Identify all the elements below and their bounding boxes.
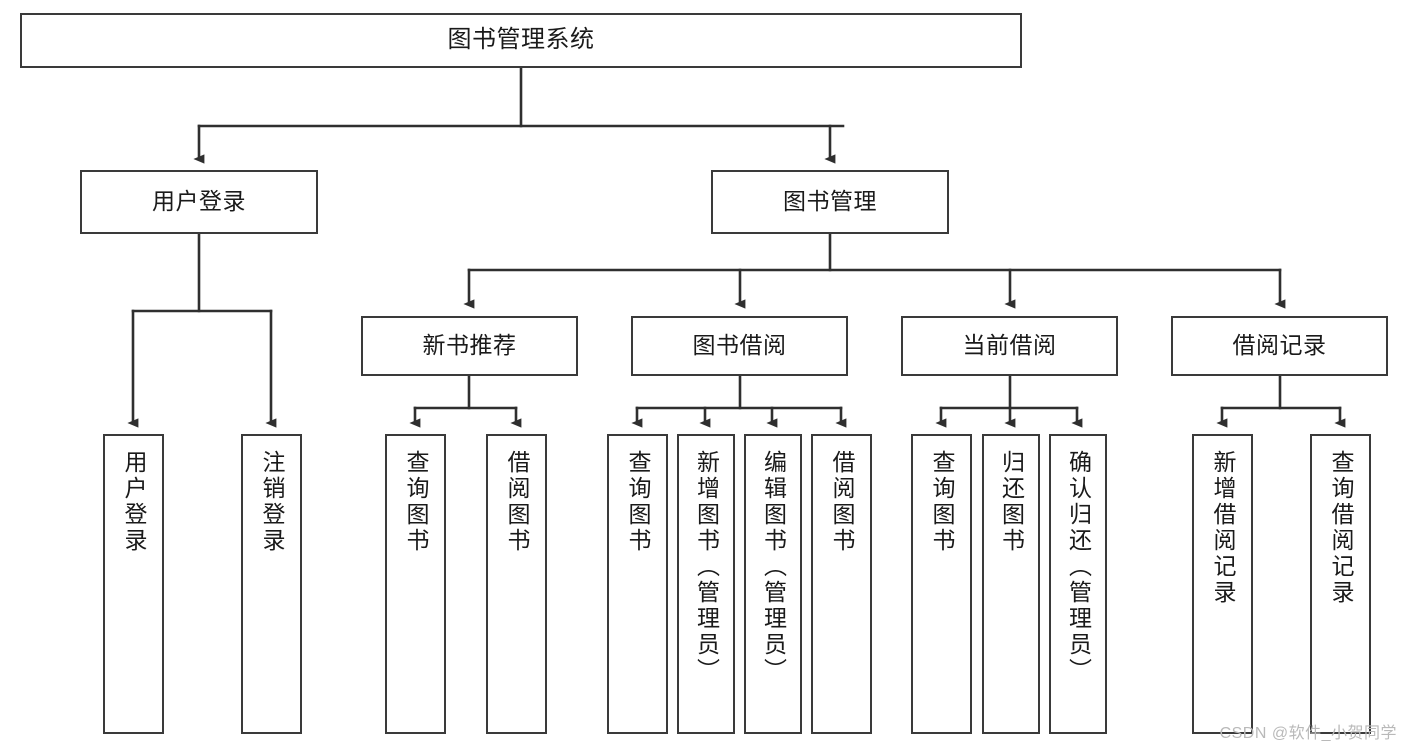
csdn-watermark: CSDN @软件_小贺同学 — [1219, 725, 1397, 742]
node-borrow-record[interactable]: 借阅记录 — [1171, 316, 1388, 376]
node-leaf-return-book[interactable]: 归还图书 — [982, 434, 1040, 734]
node-new-book-recommend-label: 新书推荐 — [422, 332, 517, 359]
node-leaf-user-login[interactable]: 用户登录 — [103, 434, 164, 734]
node-current-borrow[interactable]: 当前借阅 — [901, 316, 1118, 376]
node-new-book-recommend[interactable]: 新书推荐 — [361, 316, 578, 376]
node-leaf-borrow-book-1-label: 借阅图书 — [504, 450, 530, 554]
node-book-manage[interactable]: 图书管理 — [711, 170, 949, 234]
node-leaf-add-book[interactable]: 新增图书（管理员） — [677, 434, 735, 734]
node-leaf-logout-label: 注销登录 — [259, 450, 285, 554]
node-leaf-query-record-label: 查询借阅记录 — [1328, 450, 1354, 606]
node-leaf-logout[interactable]: 注销登录 — [241, 434, 302, 734]
node-leaf-return-book-label: 归还图书 — [998, 450, 1025, 554]
node-leaf-add-record-label: 新增借阅记录 — [1210, 450, 1236, 606]
node-root[interactable]: 图书管理系统 — [20, 13, 1022, 68]
node-borrow-record-label: 借阅记录 — [1232, 332, 1327, 359]
node-root-label: 图书管理系统 — [447, 26, 595, 54]
node-leaf-confirm-return-label: 确认归还（管理员） — [1065, 450, 1092, 684]
node-book-borrow[interactable]: 图书借阅 — [631, 316, 848, 376]
node-user-login-label: 用户登录 — [152, 188, 246, 215]
node-leaf-query-book-1-label: 查询图书 — [403, 450, 429, 554]
node-book-borrow-label: 图书借阅 — [692, 332, 787, 359]
node-leaf-edit-book[interactable]: 编辑图书（管理员） — [744, 434, 802, 734]
node-leaf-borrow-book-2[interactable]: 借阅图书 — [811, 434, 872, 734]
node-leaf-add-record[interactable]: 新增借阅记录 — [1192, 434, 1253, 734]
node-leaf-borrow-book-1[interactable]: 借阅图书 — [486, 434, 547, 734]
node-leaf-query-record[interactable]: 查询借阅记录 — [1310, 434, 1371, 734]
node-leaf-query-book-2[interactable]: 查询图书 — [607, 434, 668, 734]
node-leaf-query-book-2-label: 查询图书 — [625, 450, 651, 554]
node-leaf-user-login-label: 用户登录 — [121, 450, 147, 554]
node-user-login[interactable]: 用户登录 — [80, 170, 318, 234]
node-leaf-add-book-label: 新增图书（管理员） — [693, 450, 720, 684]
node-leaf-query-book-1[interactable]: 查询图书 — [385, 434, 446, 734]
node-leaf-borrow-book-2-label: 借阅图书 — [829, 450, 855, 554]
node-leaf-confirm-return[interactable]: 确认归还（管理员） — [1049, 434, 1107, 734]
node-current-borrow-label: 当前借阅 — [962, 332, 1057, 359]
node-leaf-query-book-3-label: 查询图书 — [929, 450, 955, 554]
node-leaf-query-book-3[interactable]: 查询图书 — [911, 434, 972, 734]
node-book-manage-label: 图书管理 — [783, 188, 877, 215]
node-leaf-edit-book-label: 编辑图书（管理员） — [760, 450, 787, 684]
